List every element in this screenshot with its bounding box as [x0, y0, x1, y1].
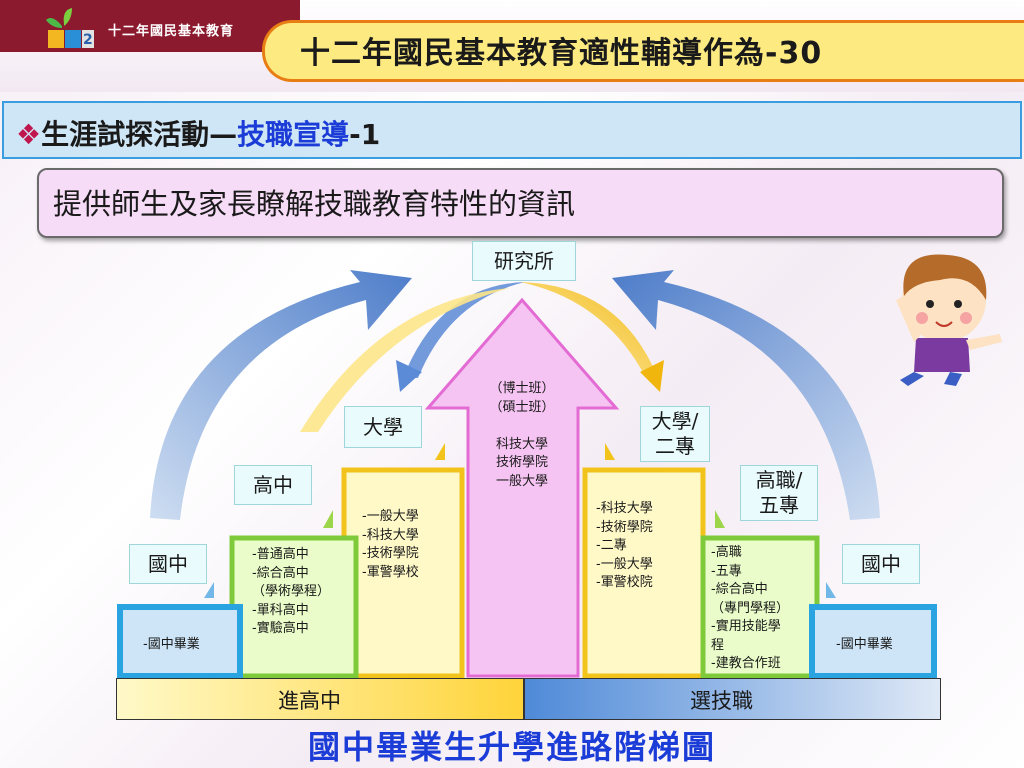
diagram-caption: 國中畢業生升學進路階梯圖: [307, 728, 716, 766]
bar-choose-vocational: [524, 678, 941, 720]
label-left-university: 大學: [344, 406, 422, 448]
left-highschool-list: -普通高中 -綜合高中 （學術學程） -單科高中 -實驗高中: [252, 547, 331, 636]
label-right-university: 大學/ 二專: [640, 406, 710, 462]
tri-right-yellow: [605, 443, 615, 460]
right-green-column: [700, 535, 820, 679]
right-blue-arc: [612, 270, 880, 520]
right-yellow-column: [582, 467, 706, 679]
description-text: 提供師生及家長瞭解技職教育特性的資訊: [53, 187, 576, 221]
left-yellow-arc: [300, 288, 510, 432]
title-box: [262, 20, 1024, 82]
logo-text: 十二年國民基本教育: [108, 24, 235, 39]
section-prefix: 生涯試探活動: [41, 118, 210, 151]
section-suffix: -1: [349, 118, 381, 151]
section-highlight: 技職宣導: [237, 118, 350, 151]
right-blue-column: [809, 604, 937, 679]
right-university-list: -科技大學 -技術學院 -二專 -一般大學 -軍警校院: [596, 501, 653, 590]
section-dash: —: [209, 118, 238, 151]
left-green-column: [229, 535, 359, 679]
left-small-blue-head: [396, 360, 422, 392]
section-heading: ❖生涯試探活動—技職宣導-1: [16, 113, 380, 153]
right-yellow-head: [640, 360, 664, 392]
diamond-bullet-icon: ❖: [16, 118, 42, 151]
label-right-juniorhigh: 國中: [842, 544, 920, 584]
center-arrow-text: （博士班） （碩士班） 科技大學 技術學院 一般大學: [489, 381, 555, 489]
right-yellow-arc: [520, 282, 658, 378]
label-graduate-school: 研究所: [472, 241, 576, 281]
label-left-highschool: 高中: [234, 465, 312, 505]
cartoon-boy-illustration: [896, 254, 1002, 386]
svg-text:2: 2: [83, 32, 93, 48]
tri-left-blue: [204, 582, 214, 598]
tri-right-green: [715, 510, 725, 528]
tree-book-logo-icon: 2: [46, 8, 94, 48]
label-right-vocational: 高職/ 五專: [740, 465, 818, 521]
tri-left-green: [323, 510, 333, 528]
right-vocational-list: -高職 -五專 -綜合高中 （專門學程） -實用技能學 程 -建教合作班: [711, 545, 790, 671]
bar-right-label: 選技職: [690, 689, 753, 713]
bar-enter-highschool: [116, 678, 524, 720]
left-juniorhigh-text: -國中畢業: [143, 637, 200, 652]
bar-left-label: 進高中: [278, 689, 341, 713]
tri-left-yellow: [435, 443, 445, 460]
section-bar: [2, 101, 1022, 159]
left-blue-column: [117, 604, 243, 679]
left-blue-arc: [150, 270, 412, 520]
description-box: [37, 168, 1004, 238]
center-pink-arrow: [424, 297, 620, 678]
tri-right-blue: [826, 582, 836, 598]
label-left-juniorhigh: 國中: [129, 544, 207, 584]
right-juniorhigh-text: -國中畢業: [836, 637, 893, 652]
left-university-list: -一般大學 -科技大學 -技術學院 -軍警學校: [362, 509, 419, 580]
page-title: 十二年國民基本教育適性輔導作為-30: [300, 36, 823, 71]
